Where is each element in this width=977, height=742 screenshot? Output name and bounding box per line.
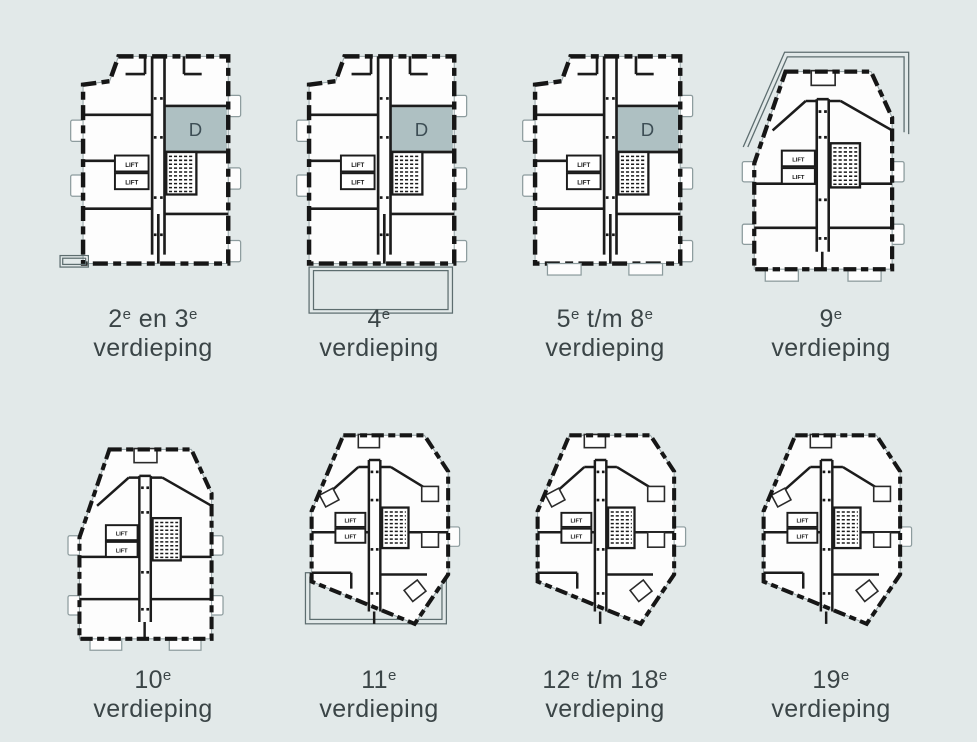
- roof-terrace-outline: [308, 266, 454, 314]
- floorplan-caption: 4e verdieping: [319, 305, 438, 363]
- floor-word-label: verdieping: [93, 695, 213, 723]
- floor-word-label: verdieping: [545, 695, 665, 723]
- floor-range-label: 2e en 3e: [108, 305, 198, 333]
- floor-word-label: verdieping: [319, 334, 439, 362]
- floorplan-cell-11: 11e verdieping: [266, 423, 492, 742]
- floor-range-label: 19e: [812, 666, 850, 694]
- floorplan-drawing-12-18: [519, 423, 691, 652]
- floorplan-drawing-9: [738, 51, 910, 283]
- floor-range-label: 10e: [134, 666, 172, 694]
- roof-terrace-outline: [742, 51, 910, 148]
- floorplan-drawing-19: [745, 423, 917, 652]
- floorplan-cell-2-3: 2e en 3e verdieping: [40, 44, 266, 381]
- floor-range-label: 9e: [819, 305, 843, 333]
- floor-word-label: verdieping: [771, 334, 891, 362]
- floorplan-drawing-4: [286, 44, 472, 314]
- floorplan-caption: 2e en 3e verdieping: [93, 305, 212, 363]
- floor-word-label: verdieping: [771, 695, 891, 723]
- floorplan-caption: 10e verdieping: [93, 666, 212, 724]
- floor-word-label: verdieping: [319, 695, 439, 723]
- bottom-balconies: [546, 262, 664, 276]
- floorplan-drawing-2-3: [59, 44, 246, 268]
- floor-word-label: verdieping: [93, 334, 213, 362]
- floorplan-caption: 12e t/m 18e verdieping: [542, 666, 667, 724]
- floorplan-drawing-11: [304, 423, 465, 652]
- floor-range-label: 11e: [361, 666, 397, 694]
- floorplan-caption: 19e verdieping: [771, 666, 890, 724]
- floorplan-caption: 5e t/m 8e verdieping: [545, 305, 664, 363]
- floorplan-cell-5-8: 5e t/m 8e verdieping: [492, 44, 718, 381]
- floorplan-drawing-10: [67, 423, 239, 652]
- floor-range-label: 12e t/m 18e: [542, 666, 668, 694]
- floorplan-cell-19: 19e verdieping: [718, 423, 944, 742]
- floor-range-label: 5e t/m 8e: [556, 305, 654, 333]
- floorplan-caption: 11e verdieping: [319, 666, 438, 724]
- floor-word-label: verdieping: [545, 334, 665, 362]
- floorplan-cell-4: 4e verdieping: [266, 44, 492, 381]
- ground-terrace-outline: [59, 254, 90, 268]
- floorplan-cell-9: 9e verdieping: [718, 44, 944, 381]
- floor-range-label: 4e: [367, 305, 391, 333]
- floorplan-drawing-5-8: [512, 44, 698, 276]
- floorplan-caption: 9e verdieping: [771, 305, 890, 363]
- floorplan-cell-10: 10e verdieping: [40, 423, 266, 742]
- floorplan-cell-12-18: 12e t/m 18e verdieping: [492, 423, 718, 742]
